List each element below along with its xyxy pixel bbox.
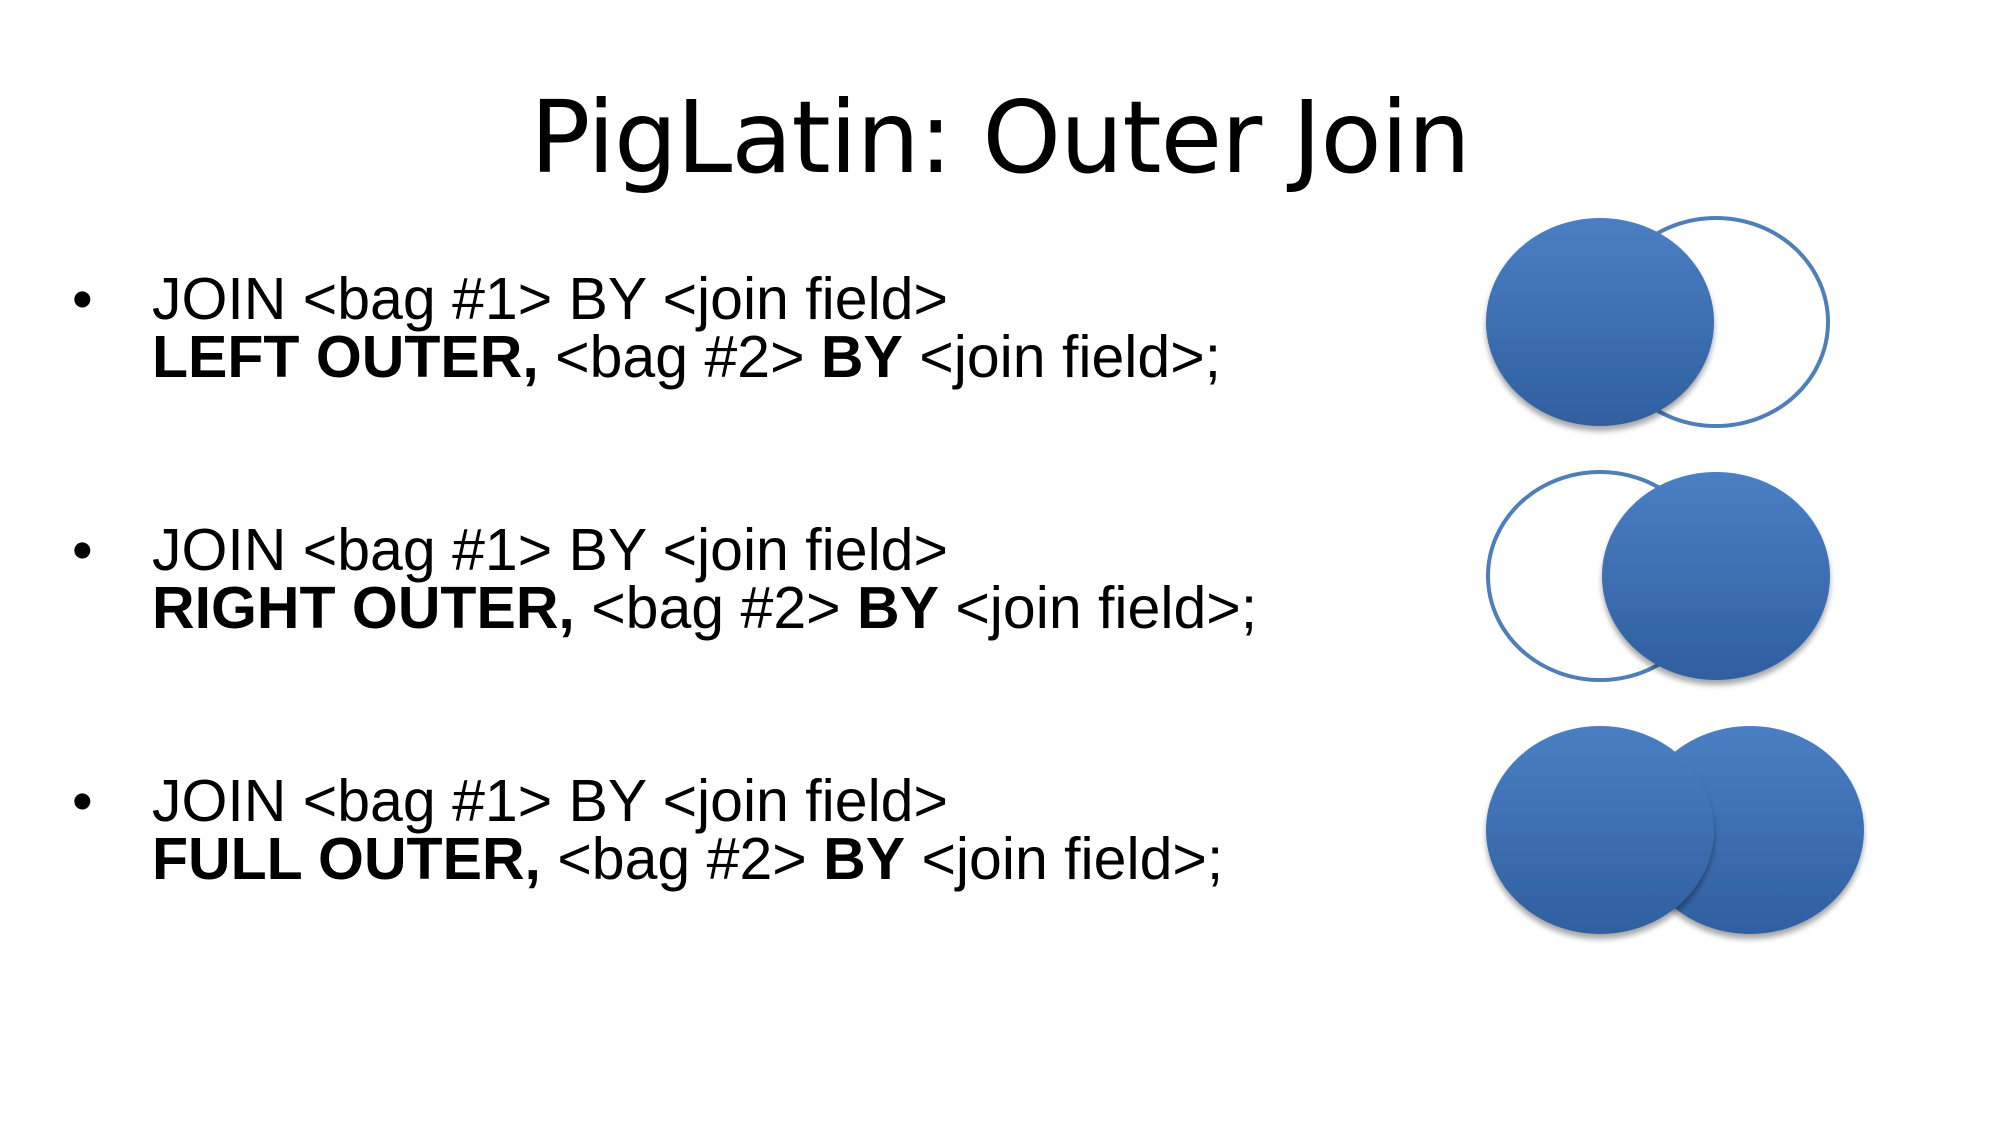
bullet-line-2: FULL OUTER, <bag #2> BY <join field>; xyxy=(152,830,1223,889)
bullet-line-2: RIGHT OUTER, <bag #2> BY <join field>; xyxy=(152,579,1257,638)
by-keyword: BY xyxy=(823,826,906,892)
join-type-keyword: LEFT OUTER, xyxy=(152,324,539,390)
bullet-line-1: JOIN <bag #1> BY <join field> xyxy=(152,768,948,834)
right-set-filled xyxy=(1602,472,1830,680)
join-field-text: <join field>; xyxy=(902,324,1222,390)
bullet-text: JOIN <bag #1> BY <join field> FULL OUTER… xyxy=(152,768,1223,889)
bag-2-text: <bag #2> xyxy=(574,575,857,641)
by-keyword: BY xyxy=(856,575,939,641)
venn-left-outer xyxy=(1486,216,1830,428)
join-type-keyword: RIGHT OUTER, xyxy=(152,575,575,641)
bullet-line-2: LEFT OUTER, <bag #2> BY <join field>; xyxy=(152,328,1221,387)
bullet-dot: • xyxy=(72,768,93,834)
bullet-text: JOIN <bag #1> BY <join field> RIGHT OUTE… xyxy=(152,517,1257,638)
slide-title: PigLatin: Outer Join xyxy=(530,79,1471,196)
left-set-filled xyxy=(1486,726,1714,934)
bullet-line-1: JOIN <bag #1> BY <join field> xyxy=(152,266,948,332)
by-keyword: BY xyxy=(820,324,903,390)
bullet-text: JOIN <bag #1> BY <join field> LEFT OUTER… xyxy=(152,266,1221,387)
bullet-dot: • xyxy=(72,517,93,583)
bullet-line-1: JOIN <bag #1> BY <join field> xyxy=(152,517,948,583)
join-field-text: <join field>; xyxy=(905,826,1224,892)
bag-2-text: <bag #2> xyxy=(538,324,821,390)
bag-2-text: <bag #2> xyxy=(540,826,824,892)
venn-right-outer xyxy=(1486,470,1830,682)
bullet-dot: • xyxy=(72,266,93,332)
left-set-filled xyxy=(1486,218,1714,426)
venn-full-outer xyxy=(1486,726,1864,934)
join-type-keyword: FULL OUTER, xyxy=(152,826,541,892)
join-field-text: <join field>; xyxy=(938,575,1258,641)
